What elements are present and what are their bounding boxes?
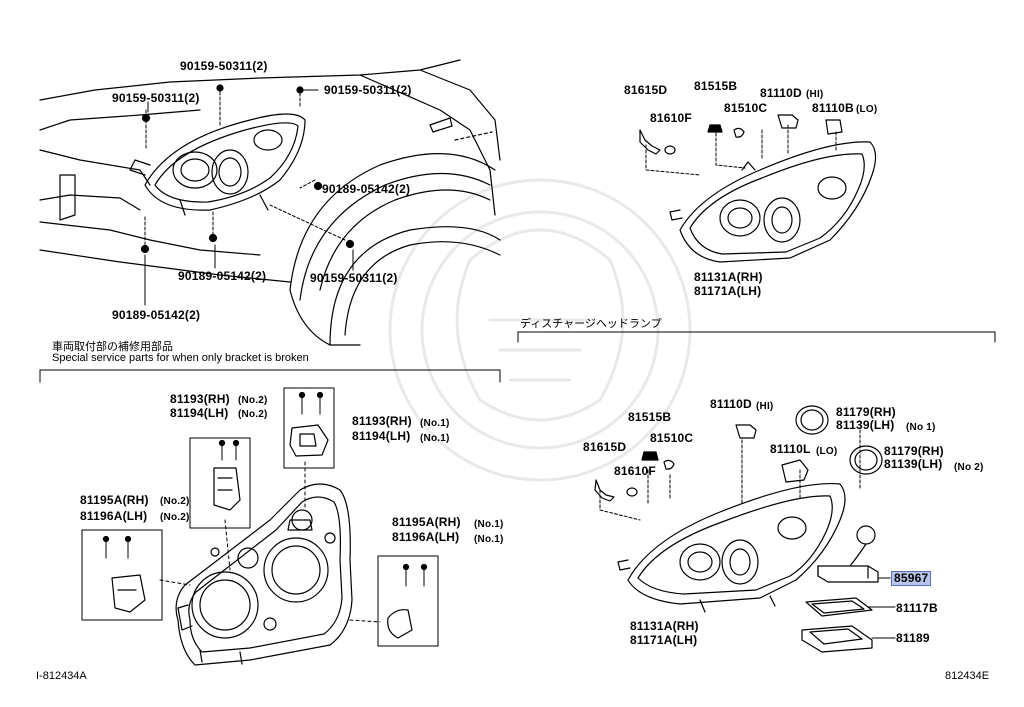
part-label: (No.2) bbox=[238, 395, 268, 406]
diagram-code-left: I-812434A bbox=[36, 670, 87, 682]
part-label: 81139(LH) bbox=[884, 457, 943, 471]
assembly-label: 81171A(LH) bbox=[694, 284, 762, 298]
part-label: 90189-05142(2) bbox=[112, 308, 201, 322]
headlamp-housing-rear bbox=[159, 461, 381, 666]
part-label: 90159-50311(2) bbox=[180, 59, 268, 73]
part-label: 81195A(RH) bbox=[392, 515, 461, 529]
part-label: 81193(RH) bbox=[352, 414, 412, 428]
part-label: 81510C bbox=[650, 431, 694, 445]
assembly-label: 81131A(RH) bbox=[694, 270, 763, 284]
service-section-title-jp: 車両取付部の補修用部品 bbox=[52, 341, 173, 353]
part-label: 81194(LH) bbox=[170, 406, 229, 420]
part-label: 81615D bbox=[624, 83, 668, 97]
part-label: (No.1) bbox=[474, 519, 504, 530]
part-label: 81189 bbox=[896, 631, 930, 645]
part-label: 81194(LH) bbox=[352, 429, 411, 443]
part-label: (LO) bbox=[816, 446, 838, 457]
headlamp-assembly-upper bbox=[639, 114, 877, 263]
part-label: 81193(RH) bbox=[170, 392, 230, 406]
part-label: 90189-05142(2) bbox=[178, 269, 267, 283]
part-label: 81610F bbox=[650, 111, 692, 125]
part-label: 81179(RH) bbox=[884, 444, 944, 458]
part-label: 81179(RH) bbox=[836, 405, 896, 419]
service-section-bracket bbox=[39, 369, 501, 383]
part-label: 81110D bbox=[760, 86, 802, 100]
part-label: 81515B bbox=[628, 410, 672, 424]
watermark-logo bbox=[388, 178, 692, 482]
headlamp-assembly-lower bbox=[594, 405, 896, 653]
part-label: (HI) bbox=[756, 401, 774, 412]
part-label: (LO) bbox=[856, 104, 878, 115]
part-label: 81610F bbox=[614, 464, 656, 478]
highlighted-part-label[interactable]: 85967 bbox=[891, 571, 932, 586]
part-label: 81110D bbox=[710, 397, 752, 411]
part-label: (No.1) bbox=[420, 433, 450, 444]
part-label: 81195A(RH) bbox=[80, 493, 149, 507]
assembly-label: 81131A(RH) bbox=[630, 619, 699, 633]
part-label: 81515B bbox=[694, 79, 738, 93]
part-label: (No.2) bbox=[160, 512, 190, 523]
part-label: (No 1) bbox=[906, 422, 936, 433]
diagram-code-right: 812434E bbox=[945, 670, 990, 682]
service-section-title-en: Special service parts for when only brac… bbox=[52, 352, 309, 364]
part-label: 81196A(LH) bbox=[392, 530, 460, 544]
car-front-illustration bbox=[39, 59, 501, 346]
part-label: (HI) bbox=[806, 89, 824, 100]
bracket-parts bbox=[102, 391, 428, 639]
part-label: 81117B bbox=[896, 601, 938, 615]
bracket-boxes bbox=[81, 387, 439, 647]
part-label: 81196A(LH) bbox=[80, 509, 148, 523]
part-label: 81110B bbox=[812, 101, 854, 115]
part-label: 90159-50311(2) bbox=[112, 91, 200, 105]
part-label: 90159-50311(2) bbox=[310, 271, 398, 285]
part-label: (No.2) bbox=[160, 496, 190, 507]
part-label: 90189-05142(2) bbox=[322, 182, 411, 196]
part-label: 90159-50311(2) bbox=[324, 83, 412, 97]
discharge-section-title: ディスチャージヘッドランプ bbox=[520, 318, 662, 330]
part-label: (No.1) bbox=[420, 418, 450, 429]
part-label: (No.2) bbox=[238, 409, 268, 420]
part-label: 81139(LH) bbox=[836, 418, 895, 432]
assembly-label: 81171A(LH) bbox=[630, 633, 698, 647]
part-label: 81615D bbox=[583, 440, 627, 454]
discharge-section-bracket bbox=[517, 331, 996, 343]
part-label: 81110L bbox=[770, 442, 811, 456]
part-label: (No.1) bbox=[474, 534, 504, 545]
part-label: (No 2) bbox=[954, 462, 984, 473]
part-label: 81510C bbox=[724, 101, 768, 115]
